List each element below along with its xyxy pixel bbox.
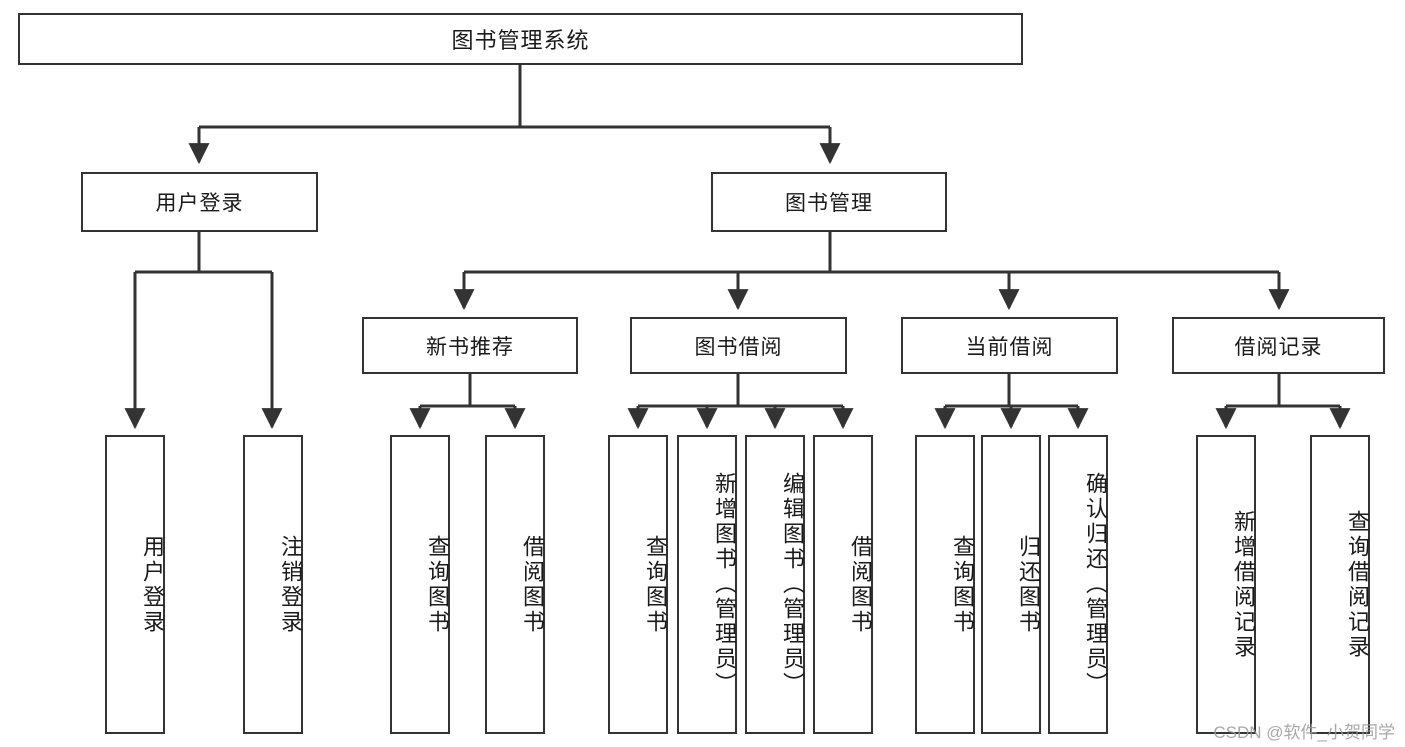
node-leaf-bb-add-book[interactable]: 新增图书（管理员） [677,435,737,734]
node-book-borrow[interactable]: 图书借阅 [630,317,847,374]
node-leaf-cb-confirm-return[interactable]: 确认归还（管理员） [1048,435,1108,734]
node-book-manage[interactable]: 图书管理 [711,172,947,232]
node-leaf-bb-query-book-label: 查询图书 [643,534,668,635]
node-leaf-cb-return-book[interactable]: 归还图书 [981,435,1041,734]
node-book-manage-label: 图书管理 [785,192,873,215]
node-leaf-br-query-record[interactable]: 查询借阅记录 [1310,435,1370,734]
node-borrow-record[interactable]: 借阅记录 [1172,317,1385,374]
node-leaf-cb-query-book-label: 查询图书 [950,534,975,635]
node-leaf-logout-label: 注销登录 [278,534,303,635]
node-current-borrow-label: 当前借阅 [965,335,1054,359]
node-new-book-recommend[interactable]: 新书推荐 [362,317,578,374]
node-leaf-rec-query-book-label: 查询图书 [425,534,450,635]
node-new-book-recommend-label: 新书推荐 [426,335,514,359]
node-root-label: 图书管理系统 [451,28,590,53]
node-leaf-rec-borrow-book[interactable]: 借阅图书 [485,435,545,734]
node-leaf-cb-return-book-label: 归还图书 [1016,534,1041,635]
node-leaf-bb-add-book-label: 新增图书（管理员） [712,472,737,697]
node-leaf-logout[interactable]: 注销登录 [243,435,303,734]
node-leaf-cb-confirm-return-label: 确认归还（管理员） [1083,472,1108,697]
node-leaf-rec-borrow-book-label: 借阅图书 [520,534,545,635]
node-leaf-bb-borrow-book[interactable]: 借阅图书 [813,435,873,734]
watermark-text: CSDN @软件_小贺同学 [1213,723,1395,742]
node-book-borrow-label: 图书借阅 [694,335,783,359]
node-root[interactable]: 图书管理系统 [18,13,1023,65]
node-borrow-record-label: 借阅记录 [1234,335,1323,359]
node-leaf-cb-query-book[interactable]: 查询图书 [915,435,975,734]
node-leaf-br-add-record-label: 新增借阅记录 [1231,509,1256,660]
node-current-borrow[interactable]: 当前借阅 [901,317,1118,374]
node-user-login[interactable]: 用户登录 [81,172,318,232]
node-leaf-bb-edit-book[interactable]: 编辑图书（管理员） [745,435,805,734]
node-leaf-bb-edit-book-label: 编辑图书（管理员） [780,472,805,697]
node-leaf-br-add-record[interactable]: 新增借阅记录 [1196,435,1256,734]
node-leaf-br-query-record-label: 查询借阅记录 [1345,509,1370,660]
node-leaf-bb-borrow-book-label: 借阅图书 [848,534,873,635]
node-leaf-user-login[interactable]: 用户登录 [105,435,165,734]
node-leaf-user-login-label: 用户登录 [140,534,165,635]
node-user-login-label: 用户登录 [155,192,244,215]
node-leaf-rec-query-book[interactable]: 查询图书 [390,435,450,734]
node-leaf-bb-query-book[interactable]: 查询图书 [608,435,668,734]
